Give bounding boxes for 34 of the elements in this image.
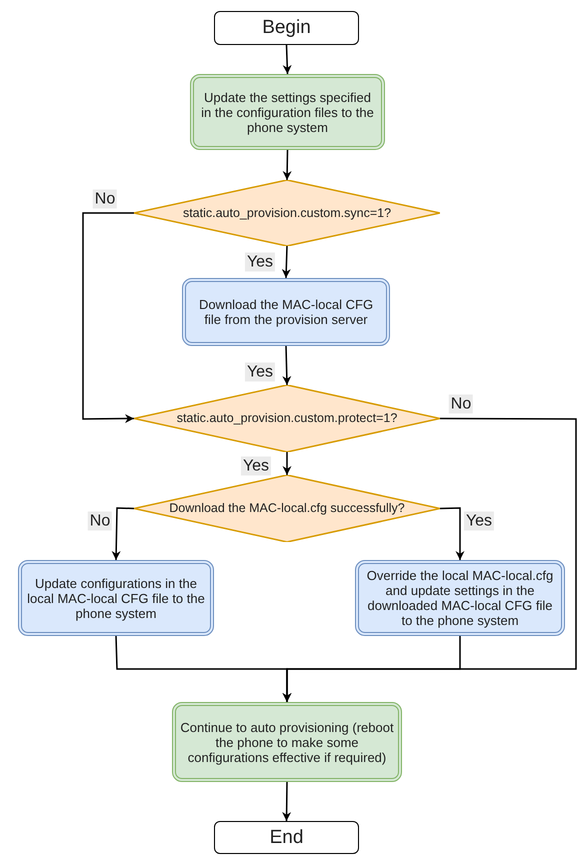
node-text: Begin [261, 17, 312, 39]
node-text: Override the local MAC-local.cfg and update settings in the downloaded MAC-local CFG file to the phone system [366, 568, 554, 628]
node-text: Update configurations in the local MAC-local CFG file to the phone system [26, 576, 206, 620]
edge-label: Yes [244, 252, 276, 272]
process-box [182, 278, 390, 346]
arrow [82, 212, 134, 424]
node-text: Continue to auto provisioning (reboot the phone to make some configurations effective if required) [179, 720, 395, 764]
arrow [282, 44, 292, 74]
arrow [282, 782, 292, 822]
arrow [282, 246, 291, 278]
process-box [355, 560, 565, 636]
node-text: static.auto_provision.custom.protect=1? [176, 411, 398, 426]
edge-label: Yes [240, 456, 272, 476]
arrow [282, 636, 461, 702]
node-text: End [268, 826, 304, 848]
node-text: Download the MAC-local.cfg successfully? [168, 501, 406, 516]
node-text: Download the MAC-local CFG file from the provision server [198, 297, 374, 327]
process-box [172, 702, 402, 782]
arrow [282, 346, 292, 386]
arrow [112, 507, 134, 560]
node-text: static.auto_provision.custom.sync=1? [182, 206, 392, 220]
terminal-box [214, 11, 359, 45]
edge-label: Yes [464, 512, 494, 530]
process-box [190, 74, 385, 150]
edge-label: No [88, 512, 112, 530]
edge-label: Yes [244, 362, 276, 382]
node-text: Update the settings specified in the configuration files to the phone system [200, 90, 375, 134]
process-box [18, 560, 214, 636]
edge-label: No [92, 190, 118, 208]
arrow [440, 507, 464, 560]
arrow [282, 452, 292, 475]
terminal-box [214, 821, 359, 854]
edge-label: No [448, 394, 474, 414]
arrow [282, 150, 292, 180]
